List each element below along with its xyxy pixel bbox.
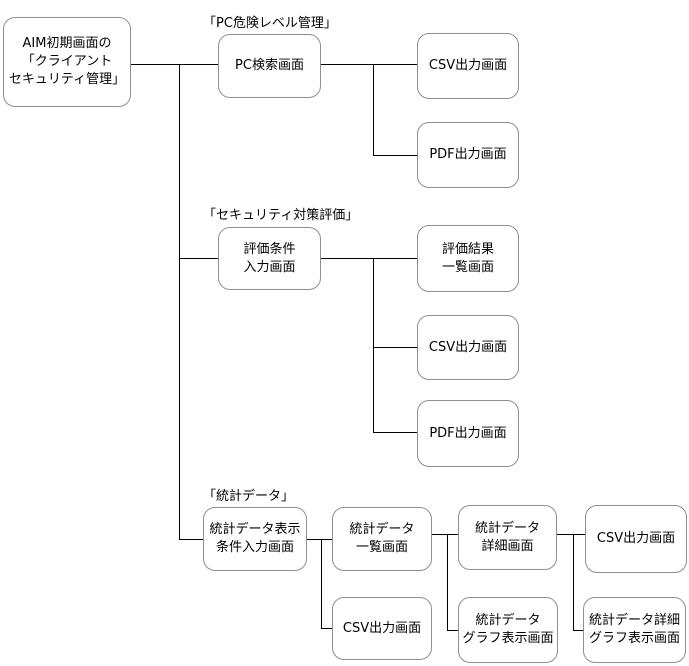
node-label-line: 評価結果: [441, 241, 494, 257]
node-label-line: AIM初期画面の: [22, 36, 112, 51]
node-eval-condition-input-screen: 評価条件 入力画面: [218, 227, 321, 290]
node-stat-display-condition-input-screen: 統計データ表示 条件入力画面: [203, 507, 307, 571]
node-eval-result-list-screen: 評価結果 一覧画面: [417, 225, 519, 292]
branch-line-stat-cond: [321, 539, 322, 628]
node-stat-detail-screen: 統計データ 詳細画面: [458, 505, 557, 570]
node-label-line: 統計データ詳細: [588, 613, 680, 628]
node-label-line: PDF出力画面: [429, 425, 507, 441]
node-pdf-output-screen-pc: PDF出力画面: [417, 122, 519, 188]
node-stat-list-screen: 統計データ 一覧画面: [332, 507, 432, 571]
group-label-pc-risk-level: 「PC危険レベル管理」: [203, 16, 337, 31]
node-pc-search-screen: PC検索画面: [218, 34, 321, 98]
trunk-line: [179, 64, 180, 539]
connector-trunk-to-eval-cond: [179, 258, 218, 259]
node-label-line: グラフ表示画面: [462, 631, 554, 646]
node-stat-detail-graph-display-screen: 統計データ詳細 グラフ表示画面: [583, 597, 686, 663]
node-label-line: CSV出力画面: [428, 58, 508, 73]
node-label-line: PDF出力画面: [429, 147, 507, 162]
node-aim-initial-screen: AIM初期画面の 「クライアント セキュリティ管理」: [3, 17, 131, 107]
connector-eval-cond-to-eval-result: [321, 258, 417, 259]
node-label-line: 条件入力画面: [215, 540, 294, 555]
node-label-line: 統計データ: [475, 613, 541, 628]
node-label-line: CSV出力画面: [342, 620, 422, 636]
branch-line-eval-section: [373, 258, 374, 432]
node-label-line: 統計データ: [474, 520, 540, 536]
node-label-line: グラフ表示画面: [588, 631, 680, 646]
connector-to-pdf-top: [373, 155, 417, 156]
connector-stat-cond-to-stat-list: [307, 539, 332, 540]
node-label-line: 一覧画面: [355, 540, 408, 555]
node-label-line: 入力画面: [243, 259, 296, 275]
connector-root-to-pc-search: [131, 64, 218, 65]
node-csv-output-screen-pc: CSV出力画面: [417, 33, 519, 99]
node-label-line: CSV出力画面: [596, 531, 676, 546]
branch-line-stat-list: [447, 534, 448, 630]
connector-to-stat-detail-graph: [573, 630, 583, 631]
group-label-stat-data: 「統計データ」: [203, 489, 295, 504]
connector-stat-detail-to-csv-detail: [557, 534, 585, 535]
connector-pc-search-to-csv: [321, 64, 417, 65]
connector-to-csv-stat: [321, 628, 332, 629]
node-csv-output-screen-eval: CSV出力画面: [417, 315, 519, 380]
connector-to-pdf-mid: [373, 432, 417, 433]
node-label-line: PC検索画面: [235, 58, 304, 73]
node-label-line: 一覧画面: [441, 259, 494, 275]
node-label-line: 詳細画面: [481, 538, 534, 554]
branch-line-stat-detail: [573, 534, 574, 630]
connector-trunk-to-stat-cond: [179, 539, 203, 540]
node-label-line: 統計データ表示: [209, 522, 301, 537]
node-label-line: 統計データ: [349, 522, 415, 537]
node-pdf-output-screen-eval: PDF出力画面: [417, 400, 519, 467]
node-label-line: 評価条件: [243, 241, 296, 257]
connector-to-stat-graph: [447, 630, 458, 631]
node-label-line: セキュリティ管理」: [8, 72, 126, 87]
group-label-security-eval: 「セキュリティ対策評価」: [203, 208, 359, 223]
connector-to-csv-mid: [373, 347, 417, 348]
branch-line-pc-section: [373, 64, 374, 155]
node-label-line: CSV出力画面: [428, 339, 508, 355]
node-csv-output-screen-stat: CSV出力画面: [332, 597, 432, 660]
node-csv-output-screen-detail: CSV出力画面: [585, 505, 687, 573]
connector-stat-list-to-stat-detail: [432, 534, 458, 535]
node-label-line: 「クライアント: [21, 54, 113, 69]
node-stat-graph-display-screen: 統計データ グラフ表示画面: [458, 597, 558, 663]
